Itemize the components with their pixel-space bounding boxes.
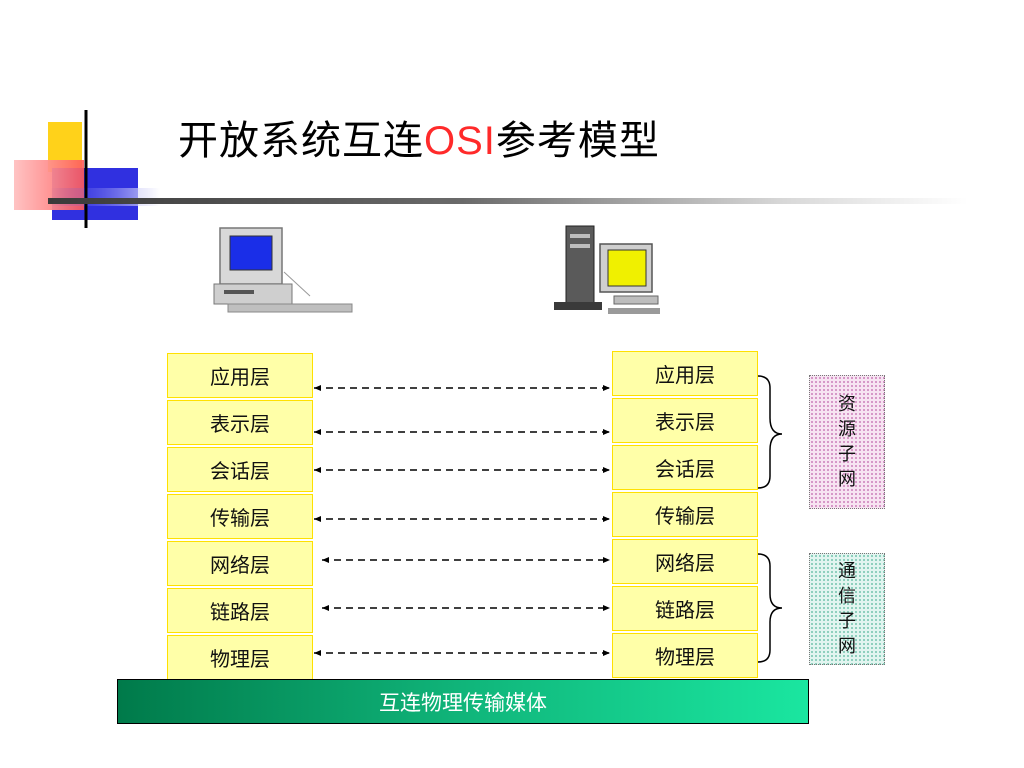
right-layer-transport: 传输层 <box>612 492 758 537</box>
left-layer-session: 会话层 <box>167 447 313 492</box>
tower-computer-icon <box>554 225 660 314</box>
curly-braces <box>757 375 783 663</box>
left-layer-application: 应用层 <box>167 353 313 398</box>
desktop-computer-icon <box>213 227 353 313</box>
physical-medium-bar: 互连物理传输媒体 <box>117 679 809 724</box>
communication-subnet-char: 信 <box>838 586 856 607</box>
physical-medium-label: 互连物理传输媒体 <box>379 690 547 715</box>
resource-subnet-char: 网 <box>838 469 856 490</box>
right-layer-presentation: 表示层 <box>612 398 758 443</box>
resource-subnet-char: 子 <box>838 444 856 465</box>
left-layer-physical: 物理层 <box>167 635 313 680</box>
left-layer-presentation: 表示层 <box>167 400 313 445</box>
resource-subnet-char: 资 <box>838 394 856 415</box>
right-layer-application: 应用层 <box>612 351 758 396</box>
communication-subnet-char: 网 <box>838 636 856 657</box>
title-suffix: 参考模型 <box>495 118 660 164</box>
right-layer-session: 会话层 <box>612 445 758 490</box>
right-layer-datalink: 链路层 <box>612 586 758 631</box>
resource-subnet-label: 资 源 子 网 <box>809 375 885 509</box>
left-layer-network: 网络层 <box>167 541 313 586</box>
left-layer-transport: 传输层 <box>167 494 313 539</box>
resource-subnet-char: 源 <box>838 419 856 440</box>
title-prefix: 开放系统互连 <box>178 118 424 164</box>
resource-brace <box>757 375 783 489</box>
page-title: 开放系统互连OSI参考模型 <box>178 108 660 166</box>
communication-subnet-char: 子 <box>838 611 856 632</box>
title-accent: OSI <box>424 119 496 163</box>
left-osi-stack: 应用层 表示层 会话层 传输层 网络层 链路层 物理层 <box>167 353 313 682</box>
peer-arrows <box>314 385 610 656</box>
left-layer-datalink: 链路层 <box>167 588 313 633</box>
communication-brace <box>757 553 783 663</box>
communication-subnet-char: 通 <box>838 561 856 582</box>
communication-subnet-label: 通 信 子 网 <box>809 553 885 665</box>
right-layer-network: 网络层 <box>612 539 758 584</box>
decorative-logo-icon <box>14 110 160 228</box>
right-layer-physical: 物理层 <box>612 633 758 678</box>
title-rule <box>48 198 968 204</box>
right-osi-stack: 应用层 表示层 会话层 传输层 网络层 链路层 物理层 <box>612 351 758 680</box>
